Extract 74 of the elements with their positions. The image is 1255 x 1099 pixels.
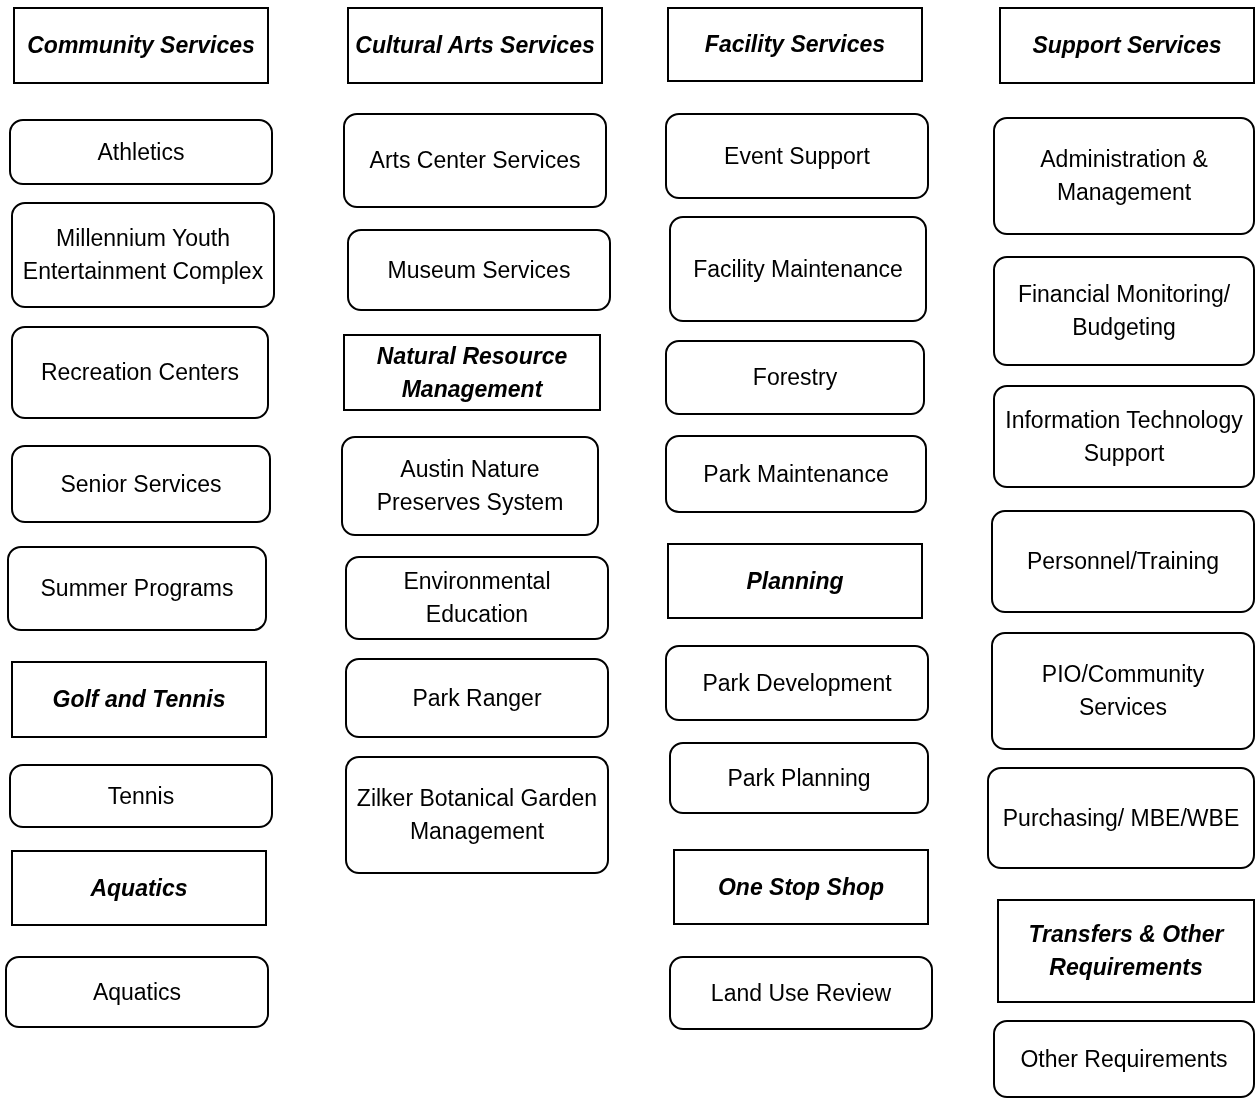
service-box xyxy=(11,326,269,419)
section-heading-box xyxy=(999,7,1255,84)
service-name: Millennium Youth Entertainment Complex xyxy=(21,224,265,286)
service-name: Administration & Management xyxy=(1039,145,1209,207)
service-name: Park Planning xyxy=(727,763,871,793)
service-name: Event Support xyxy=(724,141,870,171)
service-name: Financial Monitoring/ Budgeting xyxy=(1016,280,1232,342)
service-name: Aquatics xyxy=(92,977,182,1007)
service-box xyxy=(347,229,611,311)
section-title: Golf and Tennis xyxy=(52,685,226,714)
section-title: Planning xyxy=(746,566,844,596)
service-name: PIO/Community Services xyxy=(1040,660,1206,722)
section-heading-box xyxy=(13,7,269,84)
service-box xyxy=(341,436,599,536)
service-box xyxy=(9,764,273,828)
service-name: Purchasing/ MBE/WBE xyxy=(1002,803,1240,833)
section-title: Facility Services xyxy=(704,30,886,59)
service-box xyxy=(993,117,1255,235)
section-heading-box xyxy=(997,899,1255,1003)
service-box xyxy=(345,756,609,874)
section-title: Cultural Arts Services xyxy=(355,31,595,60)
section-heading-box xyxy=(11,850,267,926)
section-title: Natural Resource Management xyxy=(375,341,569,404)
service-name: Environmental Education xyxy=(402,567,552,629)
service-name: Athletics xyxy=(97,137,185,167)
service-box xyxy=(991,632,1255,750)
service-box xyxy=(991,510,1255,613)
service-box xyxy=(669,216,927,322)
section-title: Support Services xyxy=(1032,31,1222,60)
service-box xyxy=(5,956,269,1028)
section-heading-box xyxy=(667,543,923,619)
service-box xyxy=(665,435,927,513)
service-box xyxy=(669,956,933,1030)
service-name: Zilker Botanical Garden Management xyxy=(355,784,599,846)
service-name: Personnel/Training xyxy=(1026,547,1220,576)
service-box xyxy=(993,385,1255,488)
service-box xyxy=(343,113,607,208)
service-name: Summer Programs xyxy=(40,574,234,603)
service-box xyxy=(987,767,1255,869)
service-name: Other Requirements xyxy=(1020,1044,1228,1074)
service-name: Austin Nature Preserves System xyxy=(375,455,565,517)
service-name: Land Use Review xyxy=(710,978,892,1008)
service-name: Forestry xyxy=(752,363,838,392)
service-name: Museum Services xyxy=(387,255,571,285)
section-heading-box xyxy=(667,7,923,82)
service-name: Park Ranger xyxy=(412,683,542,713)
service-name: Tennis xyxy=(107,781,175,811)
service-box xyxy=(7,546,267,631)
section-heading-box xyxy=(673,849,929,925)
section-heading-box xyxy=(343,334,601,411)
service-box xyxy=(9,119,273,185)
service-box xyxy=(993,256,1255,366)
service-box xyxy=(345,556,609,640)
section-heading-box xyxy=(347,7,603,84)
section-heading-box xyxy=(11,661,267,738)
service-box xyxy=(665,645,929,721)
service-box xyxy=(665,113,929,199)
section-title: Aquatics xyxy=(90,873,188,903)
service-name: Park Maintenance xyxy=(703,459,889,489)
service-name: Arts Center Services xyxy=(369,146,581,175)
service-box xyxy=(11,202,275,308)
service-name: Park Development xyxy=(702,668,892,698)
section-title: Transfers & Other Requirements xyxy=(1027,920,1226,982)
service-name: Senior Services xyxy=(60,469,222,499)
service-name: Recreation Centers xyxy=(40,358,240,387)
section-title: Community Services xyxy=(27,31,255,60)
service-box xyxy=(665,340,925,415)
service-box xyxy=(11,445,271,523)
service-name: Information Technology Support xyxy=(1004,405,1244,468)
service-name: Facility Maintenance xyxy=(693,254,903,284)
service-box xyxy=(669,742,929,814)
service-box xyxy=(993,1020,1255,1098)
service-box xyxy=(345,658,609,738)
section-title: One Stop Shop xyxy=(717,872,885,902)
